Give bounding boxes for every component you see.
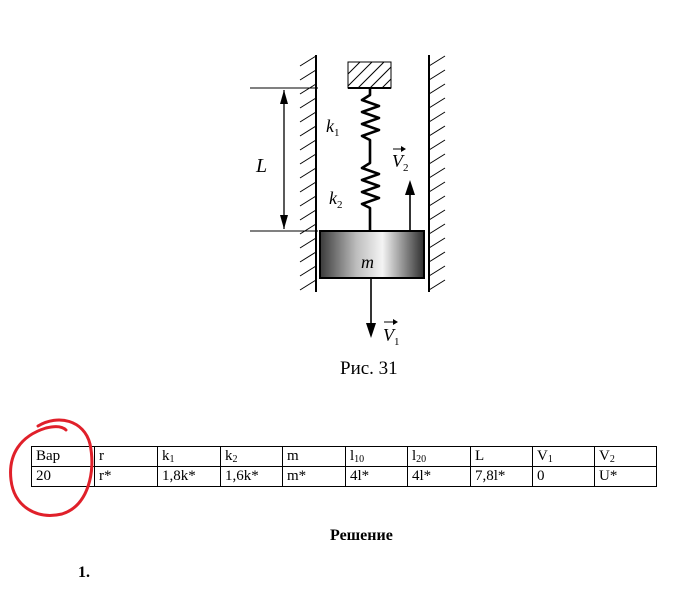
value-cell: 7,8l* — [470, 466, 533, 487]
value-cell: 4l* — [407, 466, 471, 487]
length-dimension — [250, 87, 318, 232]
svg-text:V1: V1 — [383, 325, 400, 348]
parameters-table: Вар r k1 k2 m l10 l20 L V1 V2 20 r* 1,8k… — [31, 446, 657, 487]
mass-block — [319, 230, 425, 279]
solution-heading: Решение — [330, 527, 393, 544]
ceiling-support — [347, 61, 392, 89]
svg-text:V2: V2 — [392, 151, 409, 174]
table-row: 20 r* 1,8k* 1,6k* m* 4l* 4l* 7,8l* 0 U* — [31, 466, 657, 487]
label-k2: k2 — [329, 188, 343, 211]
header-cell: V2 — [594, 446, 657, 467]
header-cell: l20 — [407, 446, 471, 467]
left-wall — [299, 55, 317, 292]
label-L: L — [255, 155, 267, 177]
value-cell: 1,8k* — [157, 466, 221, 487]
spring-k1 — [360, 88, 381, 152]
table-header-row: Вар r k1 k2 m l10 l20 L V1 V2 — [31, 446, 657, 467]
label-V2: V2 — [392, 146, 409, 174]
step-number: 1. — [78, 564, 90, 581]
label-V1: V1 — [383, 319, 400, 348]
mechanics-figure: L k1 k2 V2 m V1 — [250, 55, 446, 348]
header-cell: m — [282, 446, 346, 467]
value-cell: 20 — [31, 466, 95, 487]
value-cell: 1,6k* — [220, 466, 283, 487]
header-cell: Вар — [31, 446, 95, 467]
velocity-v2-arrow — [405, 180, 415, 231]
value-cell: 4l* — [345, 466, 408, 487]
header-cell: k2 — [220, 446, 283, 467]
value-cell: U* — [594, 466, 657, 487]
value-cell: m* — [282, 466, 346, 487]
header-cell: V1 — [532, 446, 595, 467]
spring-k2 — [360, 152, 381, 231]
header-cell: r — [94, 446, 158, 467]
velocity-v1-arrow — [366, 278, 376, 338]
label-k1: k1 — [326, 116, 340, 139]
figure-caption: Рис. 31 — [340, 358, 398, 379]
label-m: m — [361, 252, 374, 272]
header-cell: k1 — [157, 446, 221, 467]
right-wall — [428, 55, 446, 292]
header-cell: l10 — [345, 446, 408, 467]
header-cell: L — [470, 446, 533, 467]
value-cell: 0 — [532, 466, 595, 487]
value-cell: r* — [94, 466, 158, 487]
